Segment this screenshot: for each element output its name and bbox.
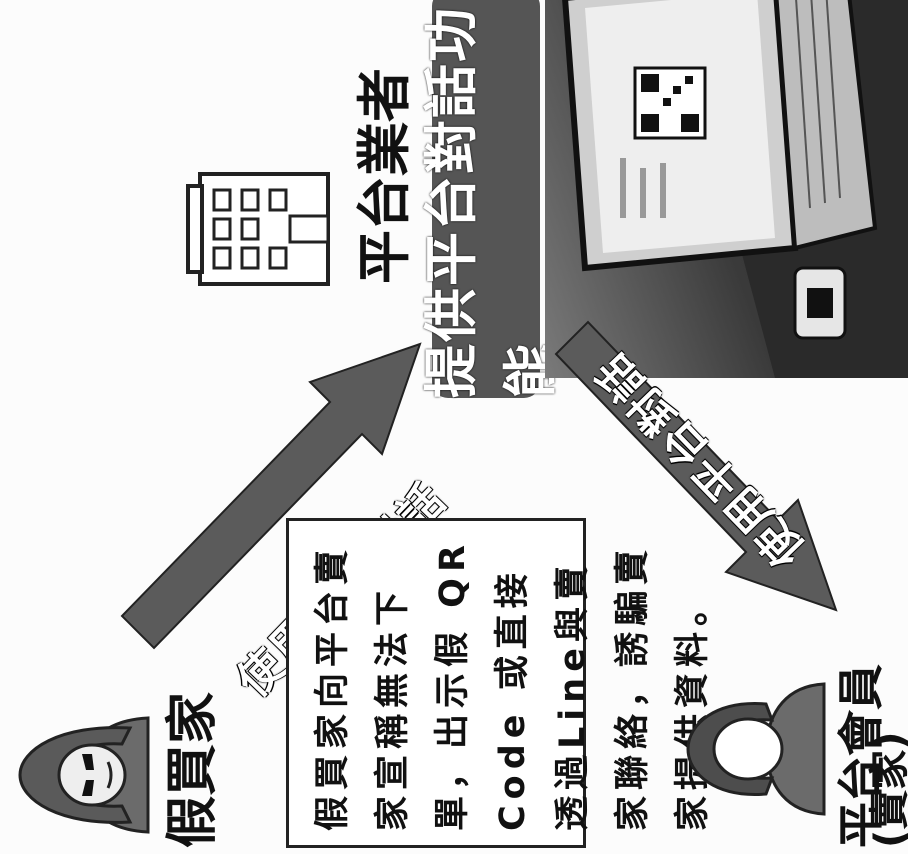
person-avatar-icon [686, 682, 826, 816]
laptop-photo-drawing [561, 0, 908, 378]
office-building-icon [186, 172, 330, 286]
qr-code-icon [633, 66, 707, 140]
hooded-hacker-icon [18, 716, 150, 834]
platform-member-sublabel: (賣家) [867, 731, 908, 848]
laptop-with-qr-code-photo [545, 0, 908, 378]
